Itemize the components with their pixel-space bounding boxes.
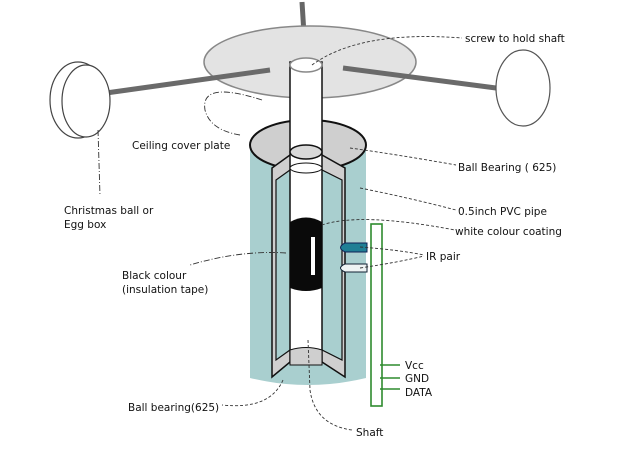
label-vcc: Vcc — [405, 360, 424, 372]
black-tape-band — [290, 217, 322, 291]
label-egg-box: Egg box — [64, 219, 106, 231]
label-data: DATA — [405, 387, 433, 399]
left-arm — [105, 67, 271, 96]
label-ball-bearing-bottom: Ball bearing(625) — [128, 402, 219, 414]
sensor-board — [370, 223, 383, 407]
leader-lines — [97, 36, 463, 431]
right-cup — [495, 49, 551, 127]
right-arm — [342, 65, 497, 91]
label-christmas-ball: Christmas ball or — [64, 205, 154, 217]
label-insulation-tape: (insulation tape) — [122, 284, 208, 296]
label-screw: screw to hold shaft — [465, 33, 565, 45]
label-ir-pair: IR pair — [426, 251, 461, 263]
board-pins — [380, 364, 400, 390]
shaft — [289, 57, 323, 366]
label-white-coating: white colour coating — [455, 226, 562, 238]
ir-pair — [340, 242, 368, 273]
label-shaft: Shaft — [356, 427, 383, 439]
label-gnd: GND — [405, 373, 429, 385]
label-pvc-pipe: 0.5inch PVC pipe — [458, 206, 547, 218]
label-black-colour: Black colour — [122, 270, 187, 282]
left-cup — [49, 61, 111, 139]
label-ceiling-plate: Ceiling cover plate — [132, 140, 230, 152]
label-ball-bearing-top: Ball Bearing ( 625) — [458, 162, 556, 174]
